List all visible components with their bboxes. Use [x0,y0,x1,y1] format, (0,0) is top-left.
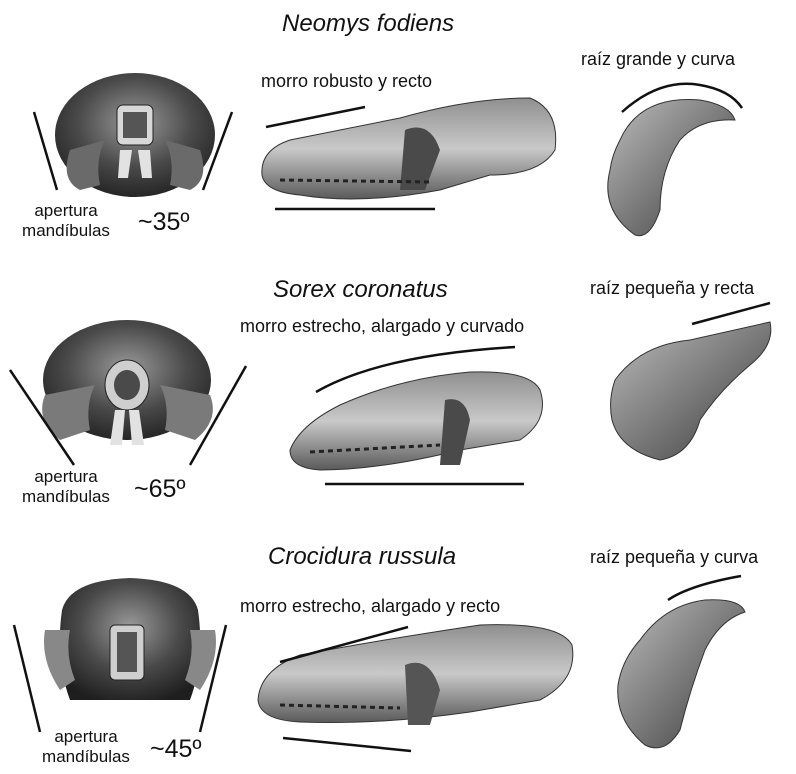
row-2-tooth [611,322,771,460]
row-2-root-line [692,303,770,324]
angle-value-2: ~65º [134,475,186,504]
aperture-label-3-line2: mandíbulas [22,747,150,767]
aperture-label-1-line1: apertura [2,201,130,221]
aperture-label-2: apertura mandíbulas [2,467,130,508]
row-1-snout-line-top [266,107,365,127]
aperture-label-3-line1: apertura [22,727,150,747]
aperture-label-1: apertura mandíbulas [2,201,130,242]
row-1-jaw-line-left [34,112,57,190]
row-2-skull-front [42,320,213,445]
row-3-skull-side [258,625,573,725]
species-name-3: Crocidura russula [268,543,456,571]
row-3-root-arc [668,576,741,600]
snout-label-2: morro estrecho, alargado y curvado [240,317,524,335]
row-1-tooth [608,100,735,236]
angle-value-1: ~35º [138,208,190,237]
row-1-skull-front [55,73,215,197]
aperture-label-2-line1: apertura [2,467,130,487]
species-name-2: Sorex coronatus [273,276,448,304]
row-3-skull-front [44,578,216,700]
aperture-label-1-line2: mandíbulas [2,221,130,241]
row-3-tooth [618,600,745,748]
row-3-snout-line-bottom [283,738,411,751]
angle-value-3: ~45º [150,735,202,764]
snout-label-1: morro robusto y recto [261,72,432,90]
row-1-skull-side [262,98,556,199]
species-name-1: Neomys fodiens [282,10,454,38]
root-label-3: raíz pequeña y curva [590,548,758,566]
aperture-label-2-line2: mandíbulas [2,487,130,507]
root-label-1: raíz grande y curva [581,50,735,68]
aperture-label-3: apertura mandíbulas [22,727,150,768]
row-3-jaw-line-left [14,625,40,732]
snout-label-3: morro estrecho, alargado y recto [240,597,500,615]
root-label-2: raíz pequeña y recta [590,279,754,297]
